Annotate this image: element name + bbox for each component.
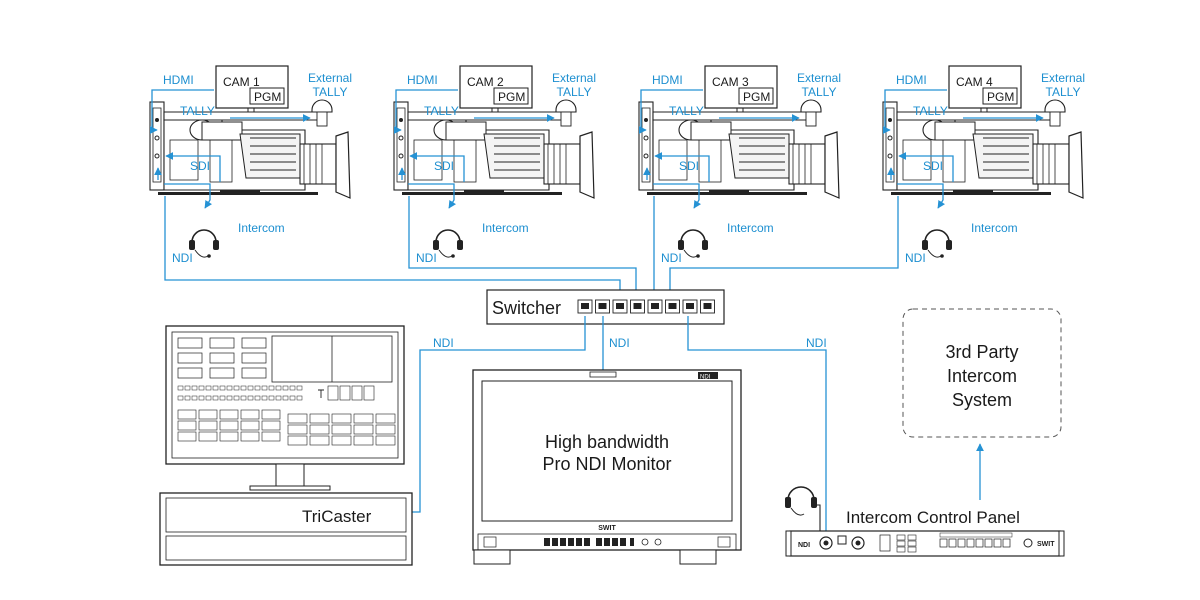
hdmi-link [638, 89, 703, 134]
intercom-label: Intercom [971, 221, 1018, 235]
external-tally-label-1: External [308, 71, 352, 85]
ethernet-port-socket [633, 303, 642, 309]
third-party-line-2: Intercom [947, 366, 1017, 386]
tally-label: TALLY [424, 104, 459, 118]
switcher: Switcher [486, 289, 725, 325]
intercom-label: Intercom [482, 221, 529, 235]
ethernet-port-socket [668, 303, 677, 309]
switcher-label: Switcher [492, 298, 561, 318]
intercom-link [897, 183, 946, 209]
tricaster-ui-screen [177, 335, 396, 446]
cam4-ndi-link [669, 196, 899, 298]
panel-link-label: NDI [806, 336, 827, 350]
third-party-line-1: 3rd Party [945, 342, 1018, 362]
hdmi-link [149, 89, 214, 134]
external-tally-label-2: TALLY [1046, 85, 1081, 99]
ethernet-port-socket [651, 303, 659, 309]
sdi-link [165, 152, 221, 182]
pgm-indicator [249, 87, 285, 105]
ethernet-port-socket [581, 303, 589, 309]
monitor-link-label: NDI [609, 336, 630, 350]
external-tally-label-1: External [797, 71, 841, 85]
ndi-label: NDI [172, 251, 193, 265]
panel-ndi-link [687, 316, 827, 531]
camera-status: PGM [498, 90, 525, 104]
monitor-ndi-badge: NDI [700, 375, 711, 381]
ndi-network-links [164, 196, 899, 298]
camera-unit-2: CAM 2PGMHDMITALLYExternalTALLYSDIInterco… [393, 65, 596, 265]
camera-name: CAM 1 [223, 75, 260, 89]
third-party-intercom-system: 3rd Party Intercom System [902, 308, 1062, 438]
sdi-link [654, 152, 710, 182]
ndi-label: NDI [416, 251, 437, 265]
camera-unit-4: CAM 4PGMHDMITALLYExternalTALLYSDIInterco… [882, 65, 1085, 265]
monitor-button-row [483, 536, 731, 548]
ethernet-port-socket [703, 303, 712, 309]
sdi-link [409, 152, 465, 182]
intercom-label: Intercom [727, 221, 774, 235]
intercom-panel-ndi-badge: NDI [798, 542, 810, 549]
camera-name: CAM 2 [467, 75, 504, 89]
cam2-ndi-link [408, 196, 637, 298]
ethernet-port-socket [598, 303, 607, 309]
camera-unit-1: CAM 1PGMHDMITALLYExternalTALLYSDIInterco… [149, 65, 352, 265]
intercom-panel-label: Intercom Control Panel [846, 508, 1020, 527]
camera-status: PGM [743, 90, 770, 104]
external-tally-label-2: TALLY [802, 85, 837, 99]
intercom-label: Intercom [238, 221, 285, 235]
tricaster-ndi-link [412, 316, 586, 513]
sdi-label: SDI [679, 159, 699, 173]
pgm-indicator [982, 87, 1018, 105]
output-links [412, 316, 984, 531]
tally-label: TALLY [669, 104, 704, 118]
ethernet-port-socket [686, 303, 694, 309]
monitor-caption-line-1: High bandwidth [545, 432, 669, 452]
monitor-brand: SWIT [598, 525, 616, 532]
tricaster-link-label: NDI [433, 336, 454, 350]
sdi-label: SDI [190, 159, 210, 173]
external-tally-label-2: TALLY [313, 85, 348, 99]
camera-name: CAM 4 [956, 75, 993, 89]
sdi-label: SDI [923, 159, 943, 173]
intercom-link [164, 183, 213, 209]
camera-status: PGM [254, 90, 281, 104]
monitor-caption-line-2: Pro NDI Monitor [542, 454, 671, 474]
pgm-indicator [738, 87, 774, 105]
external-tally-label-1: External [1041, 71, 1085, 85]
camera-status: PGM [987, 90, 1014, 104]
intercom-link [408, 183, 457, 209]
ndi-label: NDI [905, 251, 926, 265]
hdmi-label: HDMI [896, 73, 927, 87]
hdmi-label: HDMI [652, 73, 683, 87]
camera-name: CAM 3 [712, 75, 749, 89]
tricaster-label: TriCaster [302, 507, 372, 526]
camera-unit-3: CAM 3PGMHDMITALLYExternalTALLYSDIInterco… [638, 65, 841, 265]
sdi-label: SDI [434, 159, 454, 173]
pgm-indicator [493, 87, 529, 105]
sdi-link [898, 152, 954, 182]
pro-ndi-monitor: NDI High bandwidth Pro NDI Monitor SWIT [472, 369, 742, 565]
hdmi-link [882, 89, 947, 134]
intercom-control-panel: Intercom Control Panel NDI SWIT [785, 486, 1065, 557]
intercom-panel-brand: SWIT [1037, 541, 1055, 548]
switcher-ports [577, 299, 715, 314]
hdmi-label: HDMI [163, 73, 194, 87]
external-tally-label-1: External [552, 71, 596, 85]
third-party-line-3: System [952, 390, 1012, 410]
external-tally-label-2: TALLY [557, 85, 592, 99]
intercom-link [653, 183, 702, 209]
hdmi-label: HDMI [407, 73, 438, 87]
tricaster-workstation: TriCaster [159, 325, 413, 566]
ndi-label: NDI [661, 251, 682, 265]
tally-label: TALLY [180, 104, 215, 118]
tally-label: TALLY [913, 104, 948, 118]
intercom-panel-jacks [879, 532, 1013, 553]
cam1-ndi-link [164, 196, 621, 298]
hdmi-link [393, 89, 458, 134]
ethernet-port-socket [616, 303, 624, 309]
